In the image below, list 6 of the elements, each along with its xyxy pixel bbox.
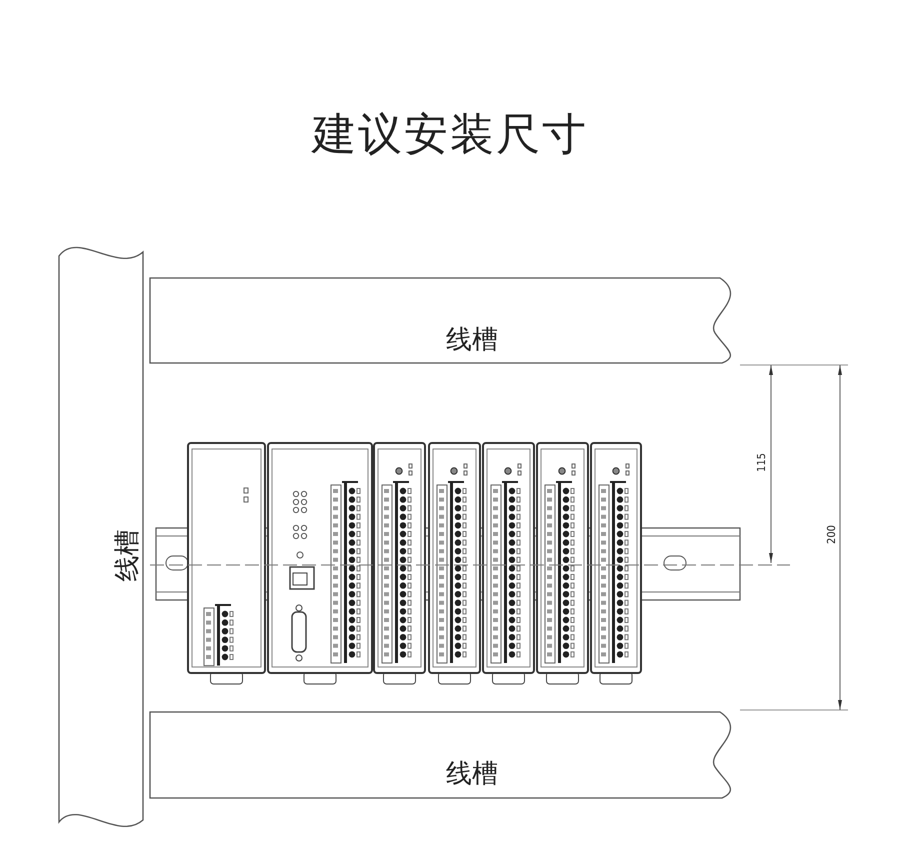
title: 建议安装尺寸 (310, 108, 589, 162)
duct-label: 线槽 (112, 530, 144, 582)
duct-label: 线槽 (446, 758, 498, 791)
dimension-label: 200 (824, 524, 838, 544)
duct-label: 线槽 (446, 324, 498, 357)
dimension-label: 115 (754, 452, 768, 472)
